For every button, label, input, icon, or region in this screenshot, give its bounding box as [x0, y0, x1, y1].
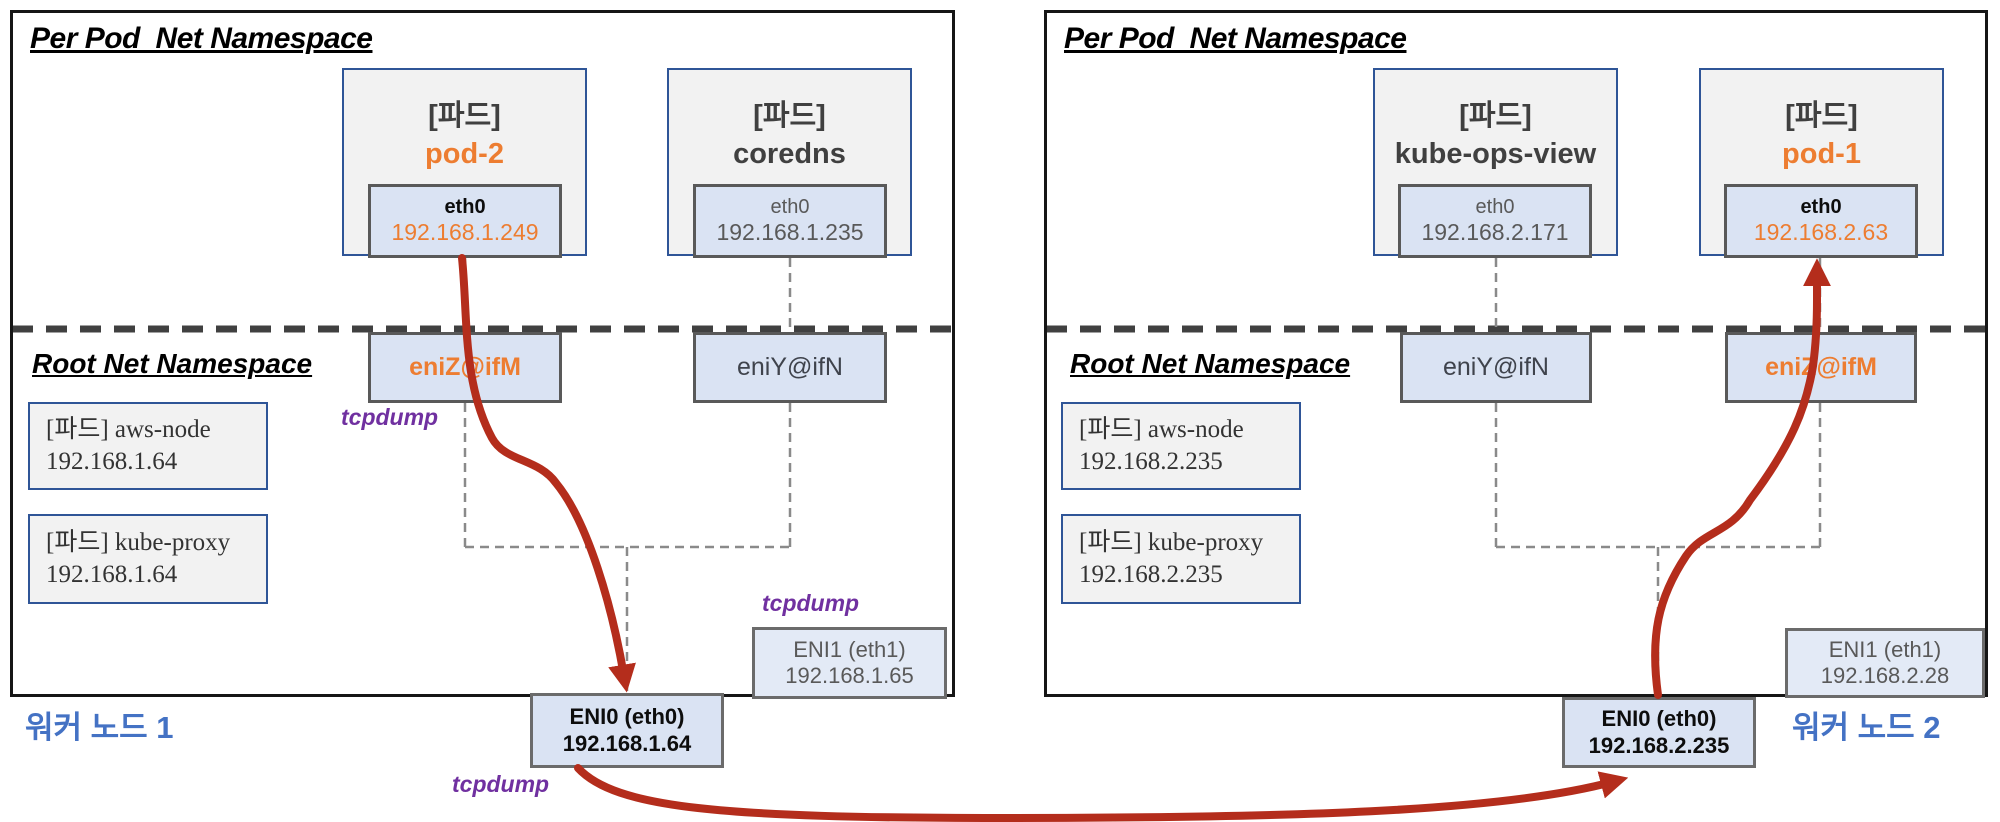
- node2-eniY-veth-box: eniY@ifN: [1400, 332, 1592, 403]
- node1-coredns-tag: [파드]: [753, 100, 826, 132]
- node2-aws-node-ip: 192.168.2.235: [1079, 448, 1223, 475]
- node2-pod-1-name: pod-1: [1782, 138, 1861, 170]
- node1-coredns-eth0-label: eth0: [770, 196, 810, 219]
- worker-node-2-label: 워커 노드 2: [1792, 710, 1941, 745]
- node1-pod-2-eth0-ip: 192.168.1.249: [391, 219, 539, 246]
- node2-kube-proxy-ip: 192.168.2.235: [1079, 561, 1223, 588]
- node1-eni0-ip: 192.168.1.64: [562, 730, 692, 756]
- node1-kube-proxy-ip: 192.168.1.64: [46, 561, 178, 588]
- node1-coredns-name: coredns: [733, 138, 846, 170]
- node1-eni0-label: ENI0 (eth0): [569, 704, 685, 730]
- node2-per-pod-ns-title: Per Pod Net Namespace: [1064, 22, 1407, 55]
- node2-eniZ-veth-label: eniZ@ifM: [1765, 353, 1877, 382]
- node2-aws-node-name: [파드] aws-node: [1079, 416, 1244, 443]
- node1-eni1-box: ENI1 (eth1) 192.168.1.65: [752, 627, 947, 699]
- node1-pod-2-eth0-box: eth0 192.168.1.249: [368, 184, 562, 258]
- node2-root-ns-title: Root Net Namespace: [1070, 348, 1351, 379]
- node2-pod-1-eth0-ip: 192.168.2.63: [1753, 219, 1889, 246]
- node2-eniY-veth-label: eniY@ifN: [1443, 353, 1549, 382]
- node2-pod-1-tag: [파드]: [1785, 100, 1858, 132]
- node2-pod-1-eth0-box: eth0 192.168.2.63: [1724, 184, 1918, 258]
- worker-node-1-label: 워커 노드 1: [25, 710, 174, 745]
- node1-tcpdump-veth-label: tcpdump: [341, 404, 439, 430]
- node1-pod-2-name: pod-2: [425, 138, 504, 170]
- node1-coredns-eth0-ip: 192.168.1.235: [716, 219, 864, 246]
- node1-aws-node-name: [파드] aws-node: [46, 416, 211, 443]
- node2-aws-node-box: [파드] aws-node 192.168.2.235: [1061, 402, 1301, 490]
- node2-kube-ops-view-eth0-label: eth0: [1475, 196, 1515, 219]
- node2-eni0-label: ENI0 (eth0): [1601, 706, 1717, 732]
- node1-root-ns-title: Root Net Namespace: [32, 348, 313, 379]
- node2-kube-ops-view-eth0-ip: 192.168.2.171: [1421, 219, 1569, 246]
- node2-kube-ops-view-name: kube-ops-view: [1394, 138, 1597, 170]
- node2-kube-proxy-box: [파드] kube-proxy 192.168.2.235: [1061, 514, 1301, 604]
- node2-kube-proxy-name: [파드] kube-proxy: [1079, 529, 1264, 556]
- node1-coredns-eth0-box: eth0 192.168.1.235: [693, 184, 887, 258]
- node2-eni0-ip: 192.168.2.235: [1588, 732, 1730, 758]
- node1-aws-node-ip: 192.168.1.64: [46, 448, 178, 475]
- node2-eniZ-veth-box: eniZ@ifM: [1725, 332, 1917, 403]
- node1-eni1-ip: 192.168.1.65: [785, 663, 914, 688]
- packet-flow-node1-to-node2: [574, 764, 1629, 822]
- node1-eniZ-veth-box: eniZ@ifM: [368, 332, 562, 403]
- node2-kube-ops-view-tag: [파드]: [1459, 100, 1532, 132]
- worker-node-1-boundary: [10, 10, 955, 697]
- node1-eni1-label: ENI1 (eth1): [793, 636, 906, 662]
- node2-kube-ops-view-eth0-box: eth0 192.168.2.171: [1398, 184, 1592, 258]
- node1-eniY-veth-box: eniY@ifN: [693, 332, 887, 403]
- node2-eni0-box: ENI0 (eth0) 192.168.2.235: [1562, 697, 1756, 768]
- node1-eniY-veth-label: eniY@ifN: [737, 353, 843, 382]
- node1-kube-proxy-name: [파드] kube-proxy: [46, 529, 231, 556]
- node2-eni1-ip: 192.168.2.28: [1820, 663, 1950, 688]
- node1-kube-proxy-box: [파드] kube-proxy 192.168.1.64: [28, 514, 268, 604]
- node2-pod-1-eth0-label: eth0: [1800, 196, 1842, 219]
- node1-pod-2-eth0-label: eth0: [444, 196, 486, 219]
- node2-eni1-label: ENI1 (eth1): [1828, 636, 1942, 662]
- worker-node-2-boundary: [1044, 10, 1988, 697]
- node1-eni0-box: ENI0 (eth0) 192.168.1.64: [530, 693, 724, 768]
- node1-aws-node-box: [파드] aws-node 192.168.1.64: [28, 402, 268, 490]
- node1-per-pod-ns-title: Per Pod Net Namespace: [30, 22, 373, 55]
- node2-eni1-box: ENI1 (eth1) 192.168.2.28: [1785, 628, 1985, 698]
- node1-tcpdump-eni0-label: tcpdump: [452, 771, 550, 797]
- node1-tcpdump-eni1-label: tcpdump: [762, 590, 860, 616]
- node1-pod-2-tag: [파드]: [428, 100, 501, 132]
- node1-eniZ-veth-label: eniZ@ifM: [409, 353, 521, 382]
